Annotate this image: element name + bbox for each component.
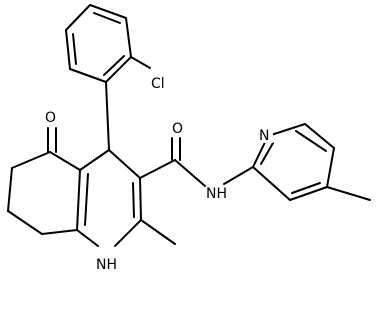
amide-oxygen-label: O bbox=[172, 121, 183, 137]
aromatic-bond-inner bbox=[93, 12, 121, 24]
bond bbox=[326, 147, 335, 188]
bond bbox=[65, 29, 71, 70]
bond bbox=[289, 186, 328, 201]
double-bond-inner bbox=[132, 182, 135, 218]
bond bbox=[41, 229, 78, 235]
aromatic-bond-inner bbox=[295, 130, 327, 152]
chlorine-label: Cl bbox=[151, 76, 165, 92]
ketone-oxygen-label: O bbox=[45, 110, 56, 126]
bond bbox=[89, 4, 127, 19]
bond bbox=[7, 210, 43, 235]
amide-nh-label: NH bbox=[206, 186, 227, 202]
ring-nh-label: NH bbox=[96, 257, 117, 273]
bond bbox=[105, 56, 132, 83]
chlorophenyl-ring bbox=[65, 4, 151, 83]
methylpyridine-ring bbox=[252, 123, 335, 201]
aromatic-bond-inner bbox=[260, 142, 274, 165]
dihydropyridine-ring bbox=[76, 149, 142, 247]
cyclohexenone-ring bbox=[7, 151, 81, 235]
amide-nc-bond bbox=[223, 166, 254, 185]
ring-h-symbol: H bbox=[106, 257, 117, 273]
bond bbox=[304, 123, 335, 149]
pyridine-n-label: N bbox=[259, 128, 269, 144]
bond bbox=[252, 166, 291, 201]
bond bbox=[49, 151, 81, 171]
aromatic-bond-inner bbox=[291, 182, 321, 194]
bond bbox=[65, 4, 91, 31]
amide-cn-bond bbox=[174, 159, 206, 187]
bond bbox=[139, 177, 142, 221]
amide-c-bond bbox=[139, 159, 176, 179]
bond bbox=[76, 169, 81, 231]
bond bbox=[125, 17, 132, 58]
phenyl-c4-bond bbox=[105, 81, 110, 151]
aromatic-bond-inner bbox=[103, 55, 125, 76]
methyl-bond bbox=[140, 219, 176, 245]
bond bbox=[79, 149, 110, 171]
ring-n-symbol: N bbox=[96, 257, 106, 273]
bond bbox=[11, 151, 51, 169]
methyl-bond bbox=[326, 186, 371, 201]
aromatic-bond-inner bbox=[72, 33, 77, 65]
bond bbox=[69, 68, 107, 83]
double-bond-inner bbox=[84, 173, 89, 226]
label-backdrop bbox=[257, 126, 273, 143]
bond bbox=[267, 123, 306, 137]
bond bbox=[76, 229, 99, 247]
bond bbox=[7, 167, 13, 212]
bond bbox=[108, 149, 141, 179]
bond bbox=[114, 219, 142, 247]
c-cl-bond bbox=[130, 56, 151, 69]
